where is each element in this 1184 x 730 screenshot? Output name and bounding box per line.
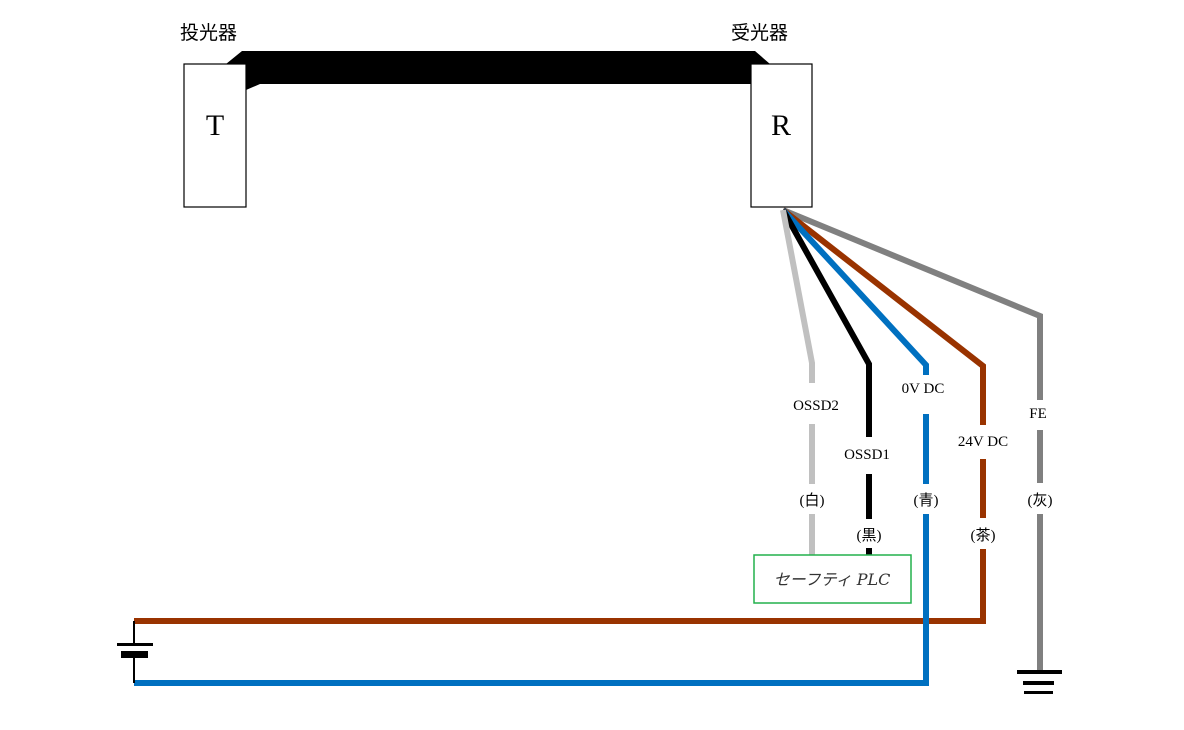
wire-ossd2 [780, 209, 815, 555]
safety-plc-box [753, 554, 912, 604]
zero-v-signal-label: 0V DC [902, 381, 945, 397]
wire-0v [134, 207, 929, 686]
transmitter-letter: T [206, 109, 224, 142]
safety-plc-label: セーフティ PLC [774, 570, 891, 589]
receiver-box [750, 63, 813, 208]
wire-fe [781, 207, 1043, 672]
zero-v-color-label: (青) [914, 492, 939, 509]
transmitter-box [183, 63, 247, 208]
wire-24v [134, 207, 986, 624]
ossd2-signal-label: OSSD2 [793, 398, 839, 414]
sync-cable [226, 51, 770, 90]
twentyfour-v-signal-label: 24V DC [958, 434, 1008, 450]
ground-icon [1017, 670, 1062, 694]
transmitter-title: 投光器 [180, 22, 237, 44]
ossd2-color-label: (白) [800, 492, 825, 509]
receiver-title: 受光器 [731, 22, 788, 44]
fe-color-label: (灰) [1028, 492, 1053, 509]
fe-signal-label: FE [1029, 406, 1047, 422]
twentyfour-v-color-label: (茶) [971, 527, 996, 544]
ossd1-color-label: (黒) [857, 528, 882, 544]
wire-ossd1 [780, 208, 872, 555]
receiver-letter: R [771, 109, 791, 142]
battery-icon [117, 621, 153, 683]
ossd1-signal-label: OSSD1 [844, 447, 890, 463]
